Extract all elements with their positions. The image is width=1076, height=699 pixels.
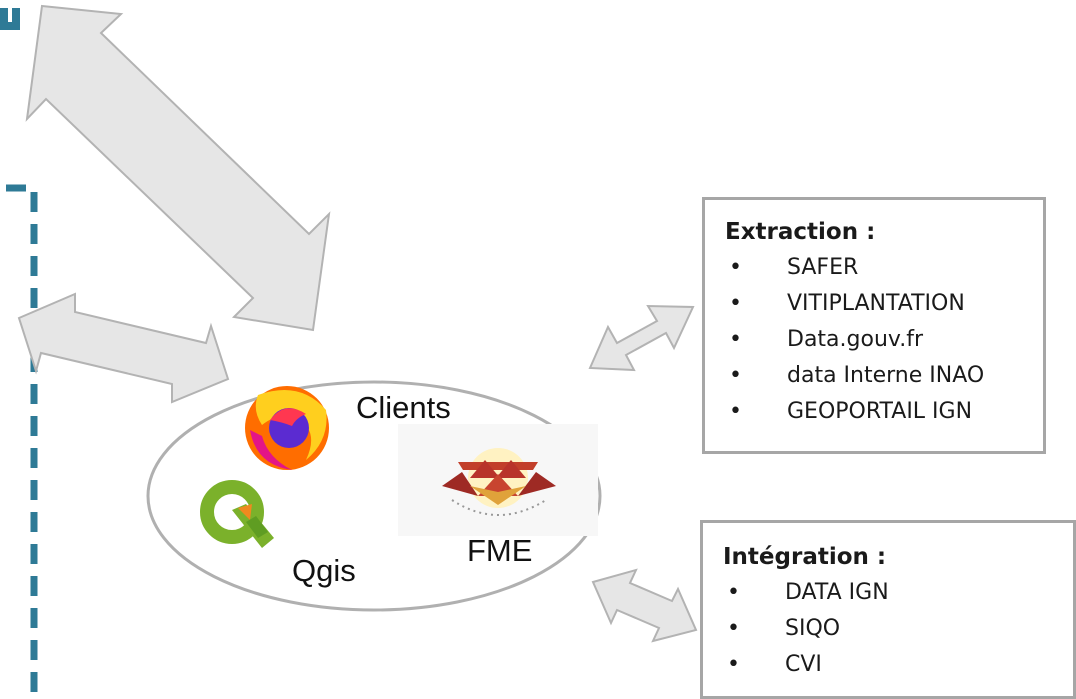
extraction-item: VITIPLANTATION <box>725 286 1043 322</box>
double-arrow-extraction <box>588 304 695 372</box>
integration-list: DATA IGN SIQO CVI <box>723 575 1073 683</box>
double-arrow-left <box>17 292 230 404</box>
qgis-icon <box>200 480 274 548</box>
integration-item: DATA IGN <box>723 575 1073 611</box>
double-arrow-top <box>25 4 331 332</box>
extraction-item: Data.gouv.fr <box>725 322 1043 358</box>
clients-label: Clients <box>356 390 451 425</box>
extraction-box: Extraction : SAFER VITIPLANTATION Data.g… <box>702 197 1046 454</box>
extraction-item: GEOPORTAIL IGN <box>725 394 1043 430</box>
double-arrow-integration <box>591 568 698 643</box>
integration-title: Intégration : <box>723 544 887 570</box>
corner-marker-icon <box>0 8 20 30</box>
fme-logo-icon <box>398 424 598 536</box>
dashed-frame-line <box>6 184 38 699</box>
extraction-title: Extraction : <box>725 219 876 245</box>
extraction-item: data Interne INAO <box>725 358 1043 394</box>
integration-item: CVI <box>723 647 1073 683</box>
fme-label: FME <box>467 533 533 568</box>
extraction-item: SAFER <box>725 250 1043 286</box>
extraction-list: SAFER VITIPLANTATION Data.gouv.fr data I… <box>725 250 1043 430</box>
integration-item: SIQO <box>723 611 1073 647</box>
integration-box: Intégration : DATA IGN SIQO CVI <box>700 520 1076 699</box>
qgis-label: Qgis <box>292 553 356 588</box>
firefox-icon <box>245 386 329 470</box>
